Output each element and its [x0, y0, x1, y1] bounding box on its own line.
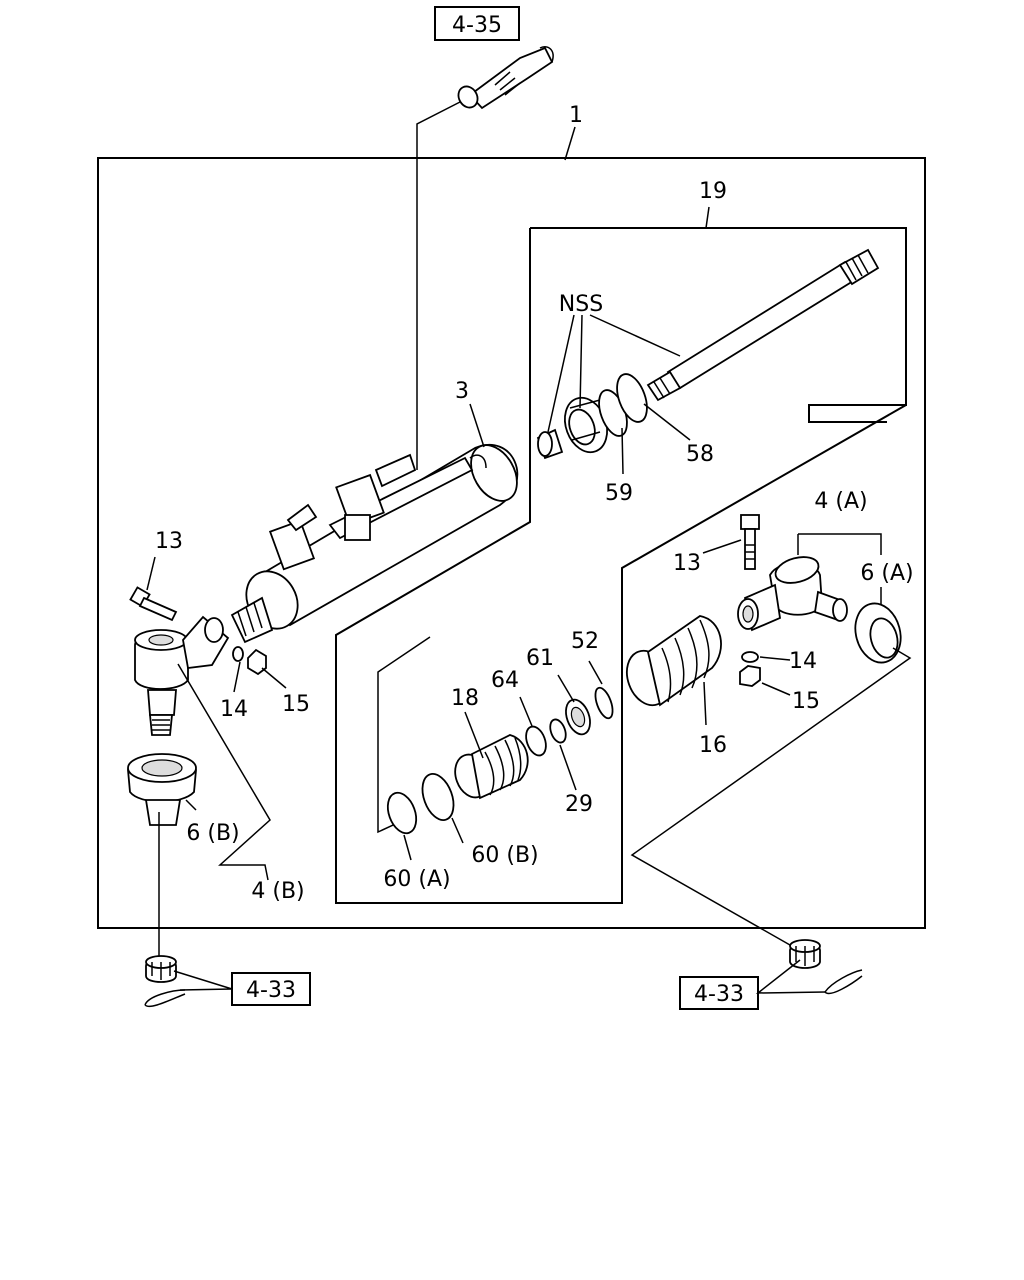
bolt-right	[740, 514, 760, 570]
ref-box-top[interactable]: 4-35	[434, 6, 520, 41]
label-part-29: 29	[565, 792, 593, 817]
ring-29	[549, 718, 567, 744]
nss-seal-parts	[536, 373, 648, 460]
castle-nut-left	[145, 955, 177, 983]
ref-label-top: 4-35	[452, 13, 502, 38]
ref-leader-bottom-right	[755, 959, 826, 994]
inner-split-frame	[335, 228, 907, 904]
ref-label-bottom-left: 4-33	[246, 978, 296, 1003]
label-part-64: 64	[491, 668, 519, 693]
bolt-left	[129, 586, 178, 622]
label-washer-right: 14	[789, 649, 817, 674]
nut-right	[739, 665, 761, 687]
ref-label-bottom-right: 4-33	[694, 982, 744, 1007]
ref-box-bottom-left[interactable]: 4-33	[231, 972, 311, 1006]
ring-60a	[386, 791, 418, 835]
seat-a-leader	[630, 647, 912, 946]
label-part-58: 58	[686, 442, 714, 467]
boot-18	[454, 734, 529, 800]
label-seat-b: 6 (B)	[186, 821, 239, 846]
hose-fitting	[457, 46, 554, 110]
label-part-59: 59	[605, 481, 633, 506]
label-ring-60a: 60 (A)	[383, 867, 450, 892]
label-bolt-left: 13	[155, 529, 183, 554]
ring-64	[525, 725, 547, 757]
label-bolt-right: 13	[673, 551, 701, 576]
label-ring-60b: 60 (B)	[471, 843, 538, 868]
ref-box-bottom-right[interactable]: 4-33	[679, 976, 759, 1010]
label-part-61: 61	[526, 646, 554, 671]
rod-assembly-frame	[530, 227, 907, 423]
label-assembly: 1	[569, 103, 583, 128]
seat-b	[127, 753, 197, 826]
snap-ring-52	[594, 686, 614, 720]
label-part-16: 16	[699, 733, 727, 758]
label-nss: NSS	[559, 292, 603, 317]
hose-leader	[416, 101, 461, 470]
nut-left	[247, 648, 267, 676]
tie-rod-end-a	[737, 556, 848, 632]
label-washer-left: 14	[220, 697, 248, 722]
label-rod-assembly: 19	[699, 179, 727, 204]
cotter-pin-left	[144, 989, 186, 1007]
label-nut-left: 15	[282, 692, 310, 717]
assembly-frame	[97, 157, 926, 929]
label-tie-rod-end-b: 4 (B)	[251, 879, 304, 904]
washer-left	[232, 646, 244, 662]
label-part-18: 18	[451, 686, 479, 711]
ring-60b	[421, 773, 455, 821]
ref-leader-bottom-left	[173, 970, 233, 991]
rod-assembly	[646, 248, 880, 402]
seat-a	[854, 602, 902, 664]
label-tie-rod-end-a: 4 (A)	[814, 489, 867, 514]
label-seat-a: 6 (A)	[860, 561, 913, 586]
cylinder	[230, 444, 519, 644]
label-cylinder: 3	[455, 379, 469, 404]
inner-bracket	[377, 636, 431, 834]
boot-16	[626, 615, 722, 707]
cotter-pin-right	[824, 969, 863, 995]
label-nut-right: 15	[792, 689, 820, 714]
leader-lines	[146, 126, 882, 881]
tie-rod-end-b	[134, 615, 230, 736]
washer-right	[741, 651, 759, 663]
bearing-61	[565, 698, 591, 736]
label-part-52: 52	[571, 629, 599, 654]
